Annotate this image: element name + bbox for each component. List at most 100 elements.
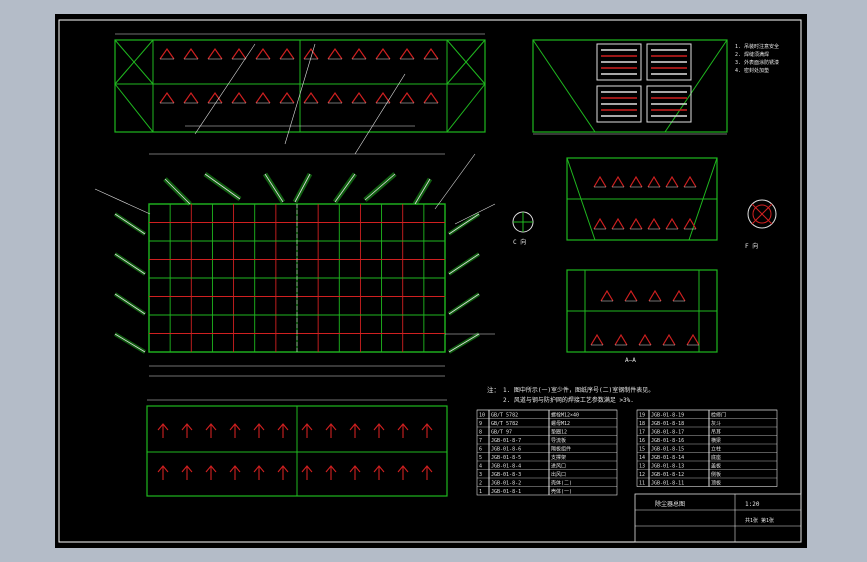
parts-row: 15 JGB-01-8-15 立柱: [637, 443, 777, 453]
parts-cell-no: 18: [639, 421, 645, 427]
svg-text:2. 焊缝须满焊: 2. 焊缝须满焊: [735, 51, 769, 58]
title-block: 除尘器总图 1:20 共1张 第1张: [634, 493, 802, 543]
parts-cell-no: 10: [479, 413, 485, 419]
parts-cell-name: 灰斗: [711, 420, 721, 427]
parts-cell-no: 16: [639, 438, 645, 444]
parts-cell-no: 12: [639, 472, 645, 478]
parts-cell-no: 13: [639, 464, 645, 470]
parts-row: 10 GB/T 5782 螺栓M12×40: [477, 409, 617, 419]
parts-cell-code: JGB-01-8-4: [491, 464, 521, 470]
parts-cell-name: 支撑架: [551, 454, 566, 461]
parts-cell-no: 14: [639, 455, 645, 461]
svg-text:3. 外表面涂防锈漆: 3. 外表面涂防锈漆: [735, 59, 779, 66]
parts-cell-name: 顶板: [711, 480, 721, 487]
c-view-label: C 向: [513, 238, 526, 246]
main-plan-view: [113, 153, 481, 377]
parts-cell-name: 螺栓M12×40: [551, 412, 579, 419]
parts-cell-code: JGB-01-8-5: [491, 455, 521, 461]
parts-cell-code: JGB-01-8-16: [651, 438, 684, 444]
parts-cell-name: 检修门: [711, 412, 726, 419]
drawing-name: 除尘器总图: [655, 500, 685, 508]
f-view-detail: F 向: [745, 199, 777, 250]
parts-cell-name: 盖板: [711, 463, 721, 470]
parts-row: 1 JGB-01-8-1 壳体(一): [477, 486, 617, 495]
bottom-elevation-view: [146, 399, 448, 497]
parts-cell-code: JGB-01-8-7: [491, 438, 521, 444]
parts-cell-code: JGB-01-8-17: [651, 430, 684, 436]
parts-cell-code: JGB-01-8-2: [491, 481, 521, 487]
parts-cell-name: 立柱: [711, 446, 721, 453]
parts-cell-code: JGB-01-8-15: [651, 447, 684, 453]
parts-cell-name: 隔板组件: [551, 446, 571, 453]
top-elevation-view: [114, 33, 486, 133]
parts-row: 13 JGB-01-8-13 盖板: [637, 460, 777, 470]
svg-text:1. 吊装时注意安全: 1. 吊装时注意安全: [735, 43, 779, 50]
parts-cell-no: 4: [479, 464, 482, 470]
parts-cell-no: 5: [479, 455, 482, 461]
section-view-lower: A—A: [566, 269, 718, 364]
parts-cell-name: 横梁: [711, 437, 721, 444]
notes-line-1: 1. 图中所示(一)室少件，图纸序号(二)室钢制件表见。: [503, 386, 654, 394]
drawing-scale: 1:20: [745, 501, 760, 508]
leader-lines: [94, 43, 496, 335]
parts-row: 12 JGB-01-8-12 侧板: [637, 469, 777, 478]
parts-cell-no: 19: [639, 413, 645, 419]
parts-cell-name: 螺母M12: [551, 420, 570, 427]
parts-row: 17 JGB-01-8-17 吊耳: [637, 426, 777, 436]
parts-cell-code: GB/T 5782: [491, 421, 518, 427]
parts-cell-code: JGB-01-8-19: [651, 413, 684, 419]
parts-cell-name: 侧板: [711, 471, 721, 478]
parts-cell-no: 8: [479, 430, 482, 436]
drawing-sheet-no: 共1张 第1张: [745, 517, 774, 524]
parts-cell-name: 吊耳: [711, 430, 721, 436]
general-notes: 注： 1. 图中所示(一)室少件，图纸序号(二)室钢制件表见。 2. 风道与钢与…: [487, 385, 654, 404]
parts-row: 4 JGB-01-8-4 进风口: [477, 460, 617, 470]
parts-cell-no: 6: [479, 447, 482, 453]
parts-cell-no: 17: [639, 430, 645, 436]
parts-row: 7 JGB-01-8-7 导流板: [477, 435, 617, 444]
parts-cell-name: 壳体(一): [551, 488, 572, 495]
parts-cell-name: 垫圈12: [551, 429, 567, 436]
sheet-frame: [58, 19, 802, 543]
parts-row: 8 GB/T 97 垫圈12: [477, 426, 617, 436]
parts-cell-code: JGB-01-8-13: [651, 464, 684, 470]
parts-cell-no: 1: [479, 489, 482, 495]
parts-cell-code: JGB-01-8-3: [491, 472, 521, 478]
parts-cell-code: GB/T 5782: [491, 413, 518, 419]
parts-cell-code: JGB-01-8-12: [651, 472, 684, 478]
f-view-label: F 向: [745, 242, 758, 250]
parts-cell-name: 导流板: [551, 437, 566, 444]
parts-cell-code: JGB-01-8-18: [651, 421, 684, 427]
notes-line-2: 2. 风道与钢与防护网的焊接工艺参数满足 >3%.: [503, 396, 634, 404]
parts-cell-code: JGB-01-8-6: [491, 447, 521, 453]
end-view: [532, 39, 728, 135]
parts-row: 6 JGB-01-8-6 隔板组件: [477, 443, 617, 453]
parts-row: 19 JGB-01-8-19 检修门: [637, 409, 777, 419]
parts-row: 16 JGB-01-8-16 横梁: [637, 435, 777, 444]
parts-cell-no: 3: [479, 472, 482, 478]
parts-cell-code: JGB-01-8-1: [491, 489, 521, 495]
parts-row: 5 JGB-01-8-5 支撑架: [477, 452, 617, 461]
drawing-svg: 1. 吊装时注意安全 2. 焊缝须满焊 3. 外表面涂防锈漆 4. 密封处加垫: [58, 19, 802, 543]
side-view-label: A—A: [625, 357, 636, 364]
parts-cell-name: 出风口: [551, 471, 566, 478]
parts-cell-code: GB/T 97: [491, 430, 512, 436]
parts-row: 3 JGB-01-8-3 出风口: [477, 469, 617, 478]
parts-cell-code: JGB-01-8-11: [651, 481, 684, 487]
parts-cell-no: 2: [479, 481, 482, 487]
c-view-detail: C 向: [512, 211, 534, 246]
parts-cell-no: 15: [639, 447, 645, 453]
svg-text:4. 密封处加垫: 4. 密封处加垫: [735, 67, 769, 74]
notes-title: 注：: [487, 385, 500, 394]
parts-cell-name: 进风口: [551, 463, 566, 470]
parts-cell-no: 7: [479, 438, 482, 444]
parts-cell-name: 底座: [711, 454, 721, 461]
section-view-upper: [566, 157, 718, 241]
